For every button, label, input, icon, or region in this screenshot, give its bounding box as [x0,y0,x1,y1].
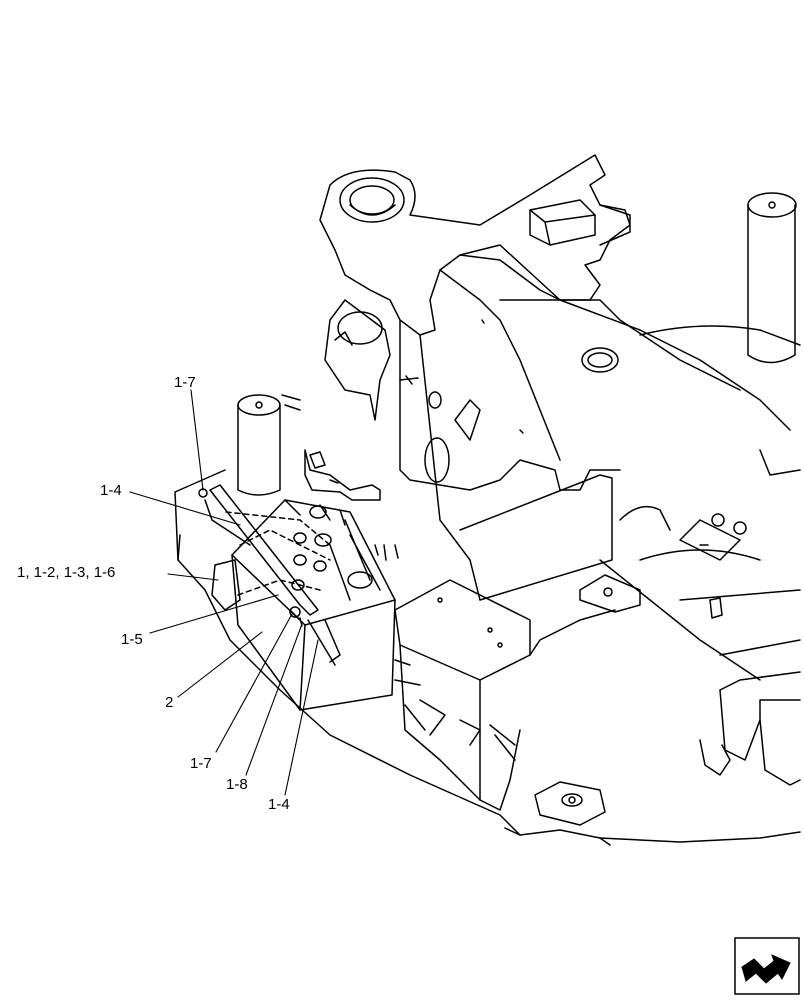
callout-1-4-top: 1-4 [100,482,122,499]
rear-support [459,474,761,681]
frame-base-plate [174,325,801,846]
callout-1-7-bottom: 1-7 [190,755,212,772]
swing-bracket [319,154,631,336]
right-boom [679,449,801,786]
callout-1-1-2-1-3-1-6: 1, 1-2, 1-3, 1-6 [17,564,116,581]
mounting-bracket [304,449,381,501]
callout-1-7-top: 1-7 [174,374,196,391]
lower-frame-box [394,579,616,811]
battery [231,499,396,711]
callout-1-5: 1-5 [121,631,143,648]
cylinder-pins [237,192,797,496]
next-page-arrow-icon[interactable] [734,937,800,995]
callout-1-4-bottom: 1-4 [268,796,290,813]
leader-lines [129,389,319,796]
misc-hardware [281,394,399,561]
front-washer-plate [534,781,606,826]
callout-1-8: 1-8 [226,776,248,793]
callout-2: 2 [165,694,174,711]
hold-down-bolts [198,488,303,627]
battery-hold-down [204,484,341,666]
boom-support [399,244,791,601]
